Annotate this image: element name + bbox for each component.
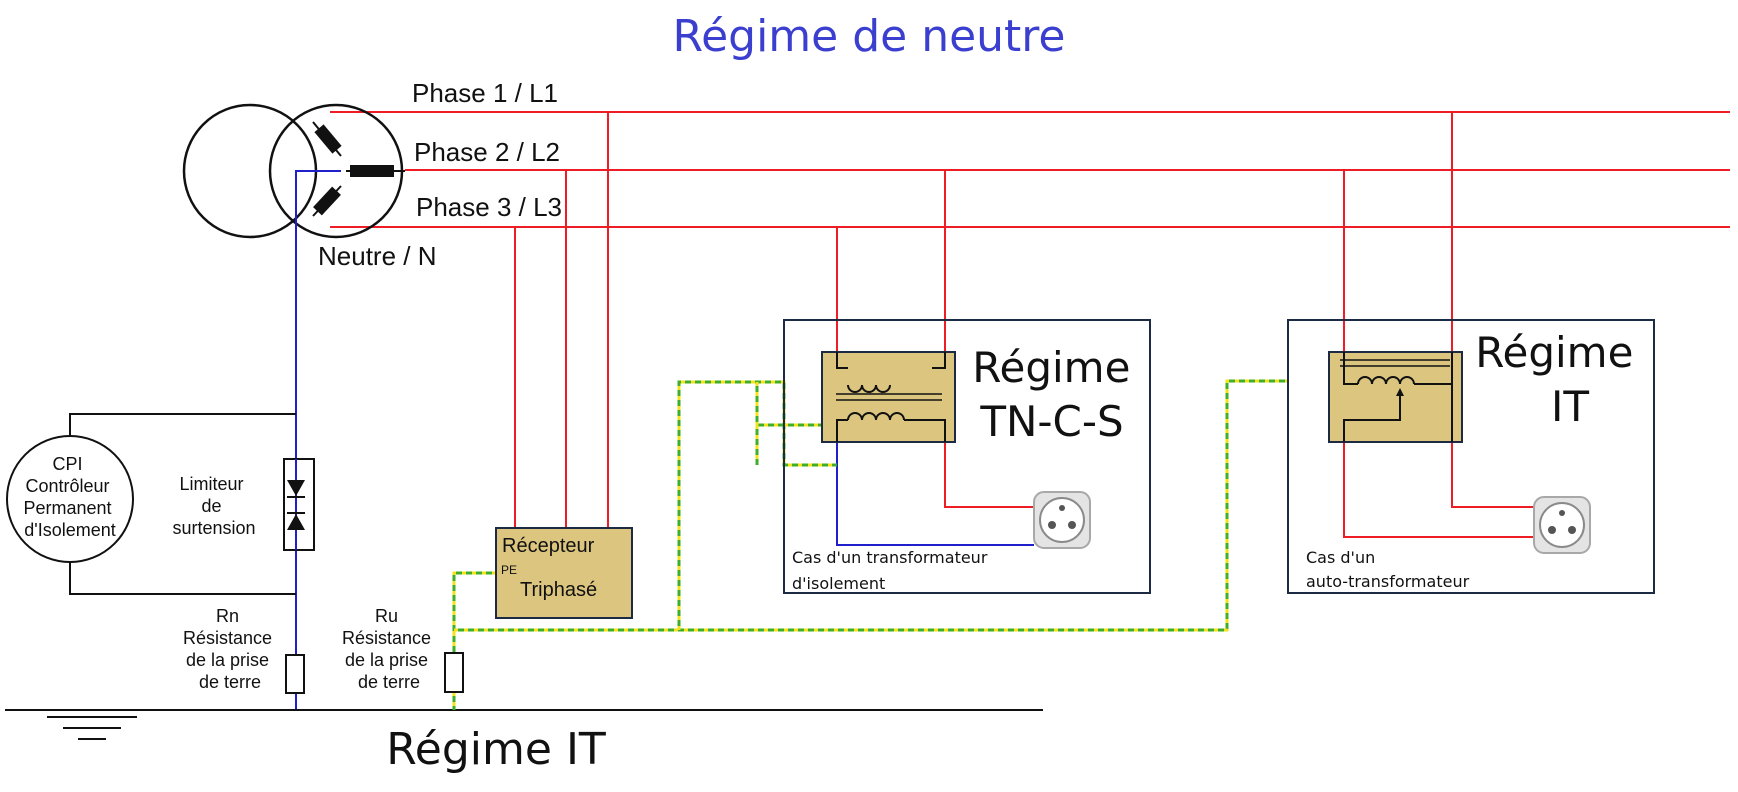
cpi-line-3: Permanent xyxy=(23,498,111,518)
auto-transformer xyxy=(1328,351,1463,443)
cpi-line-4: d'Isolement xyxy=(24,520,116,540)
isolation-transformer xyxy=(821,351,956,443)
it-title-2: IT xyxy=(1551,382,1589,431)
surge-limiter-box xyxy=(283,458,315,551)
ru-resistor-body xyxy=(444,652,464,693)
ru-line-4: de terre xyxy=(358,672,420,692)
rn-line-1: Rn xyxy=(216,606,239,626)
diode-up-symbol xyxy=(287,514,305,530)
tncs-caption-1: Cas d'un transformateur xyxy=(792,548,988,567)
it-title-1: Régime xyxy=(1475,328,1633,377)
tncs-title-1: Régime xyxy=(972,343,1130,392)
svg-text:Rn Résistance de l: Rn Résistance de la prise de terre xyxy=(183,606,277,692)
svg-text:Limiteur de surten: Limiteur de surtension xyxy=(172,474,255,538)
rn-resistor: Rn Résistance de la prise de terre xyxy=(183,606,305,694)
tncs-regime-box: Régime TN-C-S Cas d'un transformateur d'… xyxy=(783,319,1151,594)
cpi-controller: CPI Contrôleur Permanent d'Isolement xyxy=(6,435,134,563)
it-caption-1: Cas d'un xyxy=(1306,548,1375,567)
svg-text:Ru Résistance de l: Ru Résistance de la prise de terre xyxy=(342,606,436,692)
socket-outlet-it xyxy=(1533,496,1591,554)
cpi-line-1: CPI xyxy=(52,454,82,474)
ru-line-1: Ru xyxy=(375,606,398,626)
diode-down-symbol xyxy=(287,480,305,496)
winding-3 xyxy=(313,186,341,216)
ground-symbol xyxy=(47,716,137,740)
rn-line-2: Résistance xyxy=(183,628,272,648)
diagram-title: Régime de neutre xyxy=(672,11,1065,62)
svg-text:Régime IT: Régime IT xyxy=(1475,328,1647,431)
rn-line-3: de la prise xyxy=(186,650,269,670)
bottom-regime-label: Régime IT xyxy=(386,724,606,775)
neutral-label: Neutre / N xyxy=(318,241,437,271)
winding-2 xyxy=(350,165,394,177)
ru-line-3: de la prise xyxy=(345,650,428,670)
svg-text:Cas d'un transformateur: Cas d'un transformateur d'isolement xyxy=(792,548,993,593)
receiver-label-1: Récepteur xyxy=(502,535,595,557)
tncs-caption-2: d'isolement xyxy=(792,574,885,593)
receiver-label-2: Triphasé xyxy=(520,579,597,601)
tncs-frame xyxy=(783,319,1151,594)
receiver-pe-label: PE xyxy=(501,563,517,577)
three-phase-receiver: Récepteur PE Triphasé xyxy=(495,527,633,619)
svg-text:CPI Contrôleur Per: CPI Contrôleur Permanent d'Isolement xyxy=(23,454,116,540)
limiter-line-2: de xyxy=(201,496,221,516)
it-caption-2: auto-transformateur xyxy=(1306,572,1470,591)
source-transformer xyxy=(182,103,405,239)
phase-1-label: Phase 1 / L1 xyxy=(412,78,558,108)
socket-outlet-tncs xyxy=(1033,491,1091,549)
phase-wires xyxy=(330,111,1730,538)
rn-line-4: de terre xyxy=(199,672,261,692)
winding-1 xyxy=(314,124,342,154)
limiter-line-1: Limiteur xyxy=(179,474,243,494)
limiter-line-3: surtension xyxy=(172,518,255,538)
receiver-box xyxy=(495,527,633,619)
phase-2-label: Phase 2 / L2 xyxy=(414,137,560,167)
cpi-circle xyxy=(6,435,134,563)
it-frame xyxy=(1287,319,1655,594)
svg-text:Cas d'un auto-transforma: Cas d'un auto-transformateur xyxy=(1306,548,1470,591)
ru-resistor: Ru Résistance de la prise de terre xyxy=(342,606,464,693)
rn-resistor-body xyxy=(285,654,305,694)
cpi-line-2: Contrôleur xyxy=(25,476,109,496)
phase-3-label: Phase 3 / L3 xyxy=(416,192,562,222)
ru-line-2: Résistance xyxy=(342,628,431,648)
surge-limiter: Limiteur de surtension xyxy=(172,458,315,551)
it-regime-box: Régime IT Cas d'un auto-transformateur xyxy=(1287,319,1655,594)
svg-text:Régime TN-C-S: Régime TN-C-S xyxy=(972,343,1144,446)
tncs-title-2: TN-C-S xyxy=(979,397,1123,446)
